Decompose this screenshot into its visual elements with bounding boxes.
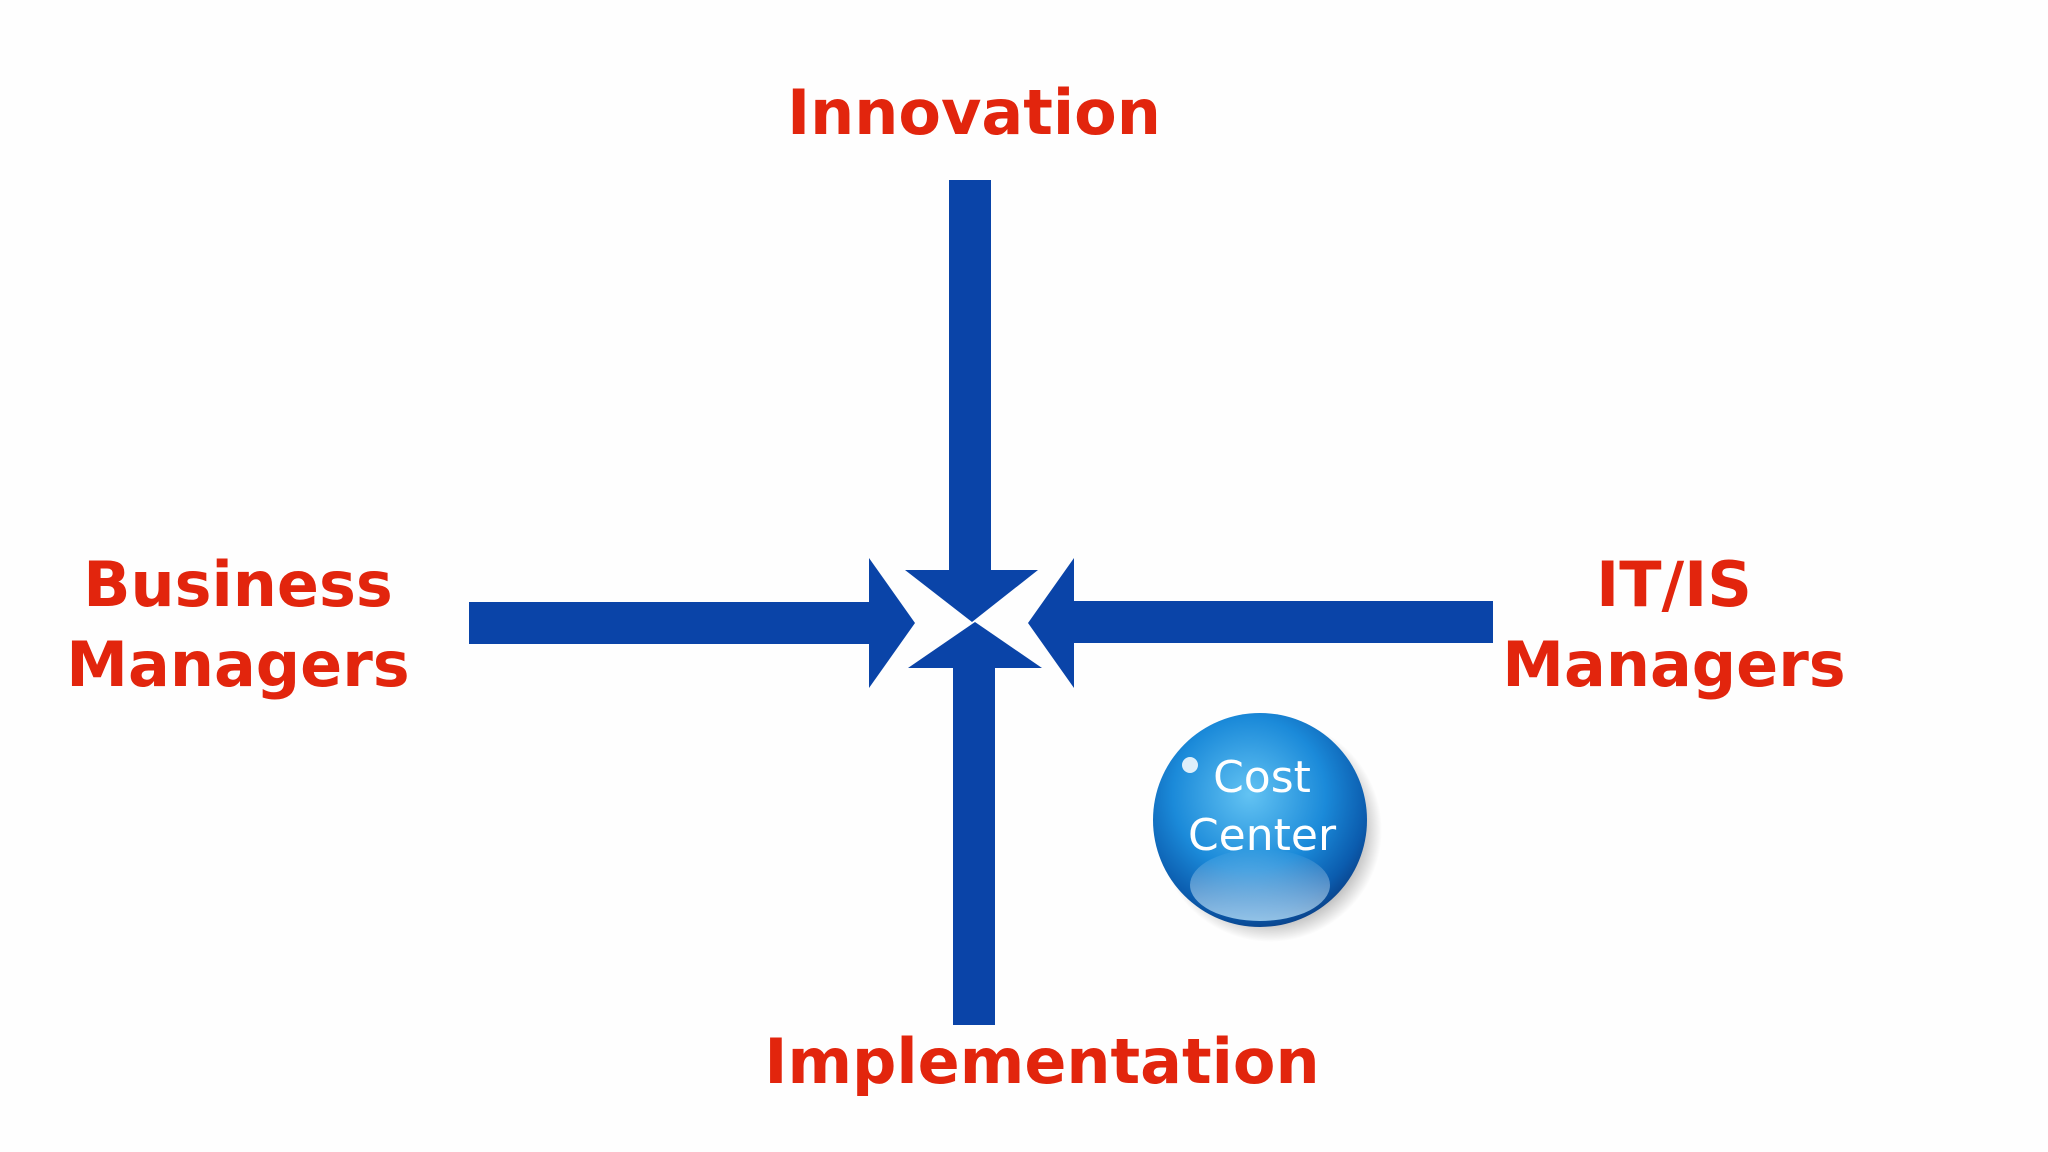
cost-center-orb: Cost Center [1153,713,1382,942]
center-wedge-bottom [908,622,1042,668]
orb-label-line-2: Center [1188,810,1337,861]
business-managers-line-1: Business [83,548,393,621]
vertical-axis-lower [953,640,995,1025]
axis-label-innovation: Innovation [674,73,1274,153]
implementation-text: Implementation [764,1025,1320,1098]
business-managers-label: Business Managers [38,545,438,705]
business-managers-line-2: Managers [66,628,410,701]
orb-highlight [1182,757,1198,773]
right-arrow-shaft [1056,601,1493,643]
it-is-managers-line-1: IT/IS [1596,548,1752,621]
vertical-axis-upper [949,180,991,580]
center-wedge-top [905,570,1038,622]
innovation-text: Innovation [787,76,1161,149]
it-is-managers-line-2: Managers [1502,628,1846,701]
left-arrowhead [869,558,915,688]
orb-label-line-1: Cost [1213,752,1311,803]
axis-label-implementation: Implementation [642,1022,1442,1102]
right-arrowhead [1028,558,1074,688]
orb-gloss [1190,849,1330,921]
left-arrow-shaft [469,602,884,644]
it-is-managers-label: IT/IS Managers [1474,545,1874,705]
